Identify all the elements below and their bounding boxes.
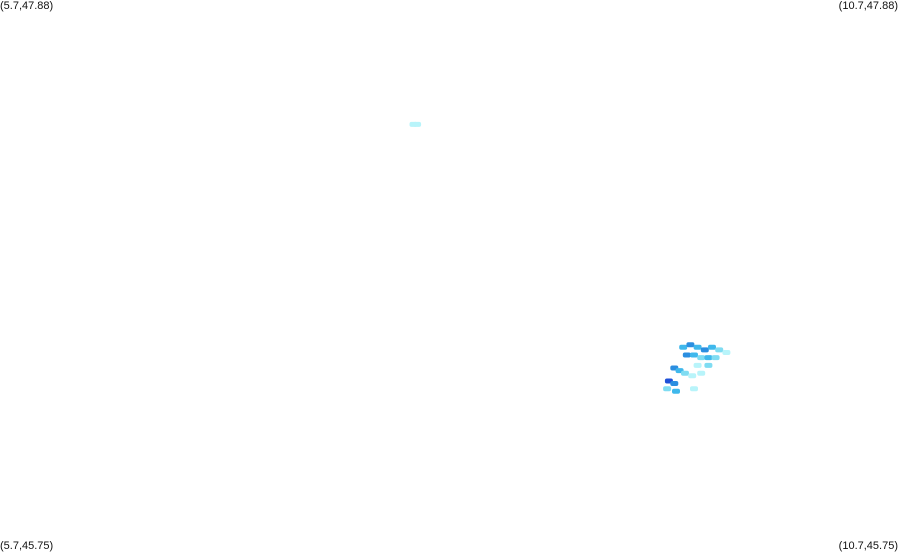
corner-label-top-right: (10.7,47.88) bbox=[838, 0, 898, 12]
precipitation-cell bbox=[688, 373, 697, 379]
corner-label-bottom-right: (10.7,45.75) bbox=[838, 540, 898, 552]
precipitation-cell bbox=[697, 370, 706, 376]
precipitation-cell bbox=[722, 350, 731, 355]
precipitation-cell bbox=[681, 370, 689, 376]
precipitation-cell bbox=[693, 344, 702, 350]
precipitation-cell bbox=[690, 352, 698, 358]
precipitation-cell bbox=[679, 344, 688, 350]
precipitation-cell bbox=[670, 381, 679, 386]
precipitation-cell bbox=[708, 344, 716, 350]
precipitation-cell bbox=[711, 355, 720, 361]
corner-label-bottom-left: (5.7,45.75) bbox=[0, 540, 54, 552]
precipitation-cell bbox=[693, 362, 702, 368]
precipitation-cell bbox=[700, 347, 709, 353]
precipitation-cell bbox=[704, 362, 713, 368]
precipitation-cell bbox=[413, 121, 422, 127]
precipitation-cell bbox=[715, 347, 724, 353]
precipitation-cell bbox=[704, 355, 713, 361]
precipitation-cell bbox=[697, 355, 706, 361]
precipitation-cell bbox=[663, 386, 672, 392]
precipitation-cell bbox=[682, 352, 691, 358]
corner-label-top-left: (5.7,47.88) bbox=[0, 0, 54, 12]
precipitation-cell bbox=[672, 388, 680, 394]
precipitation-cell bbox=[686, 342, 695, 348]
precipitation-cell bbox=[690, 386, 698, 392]
